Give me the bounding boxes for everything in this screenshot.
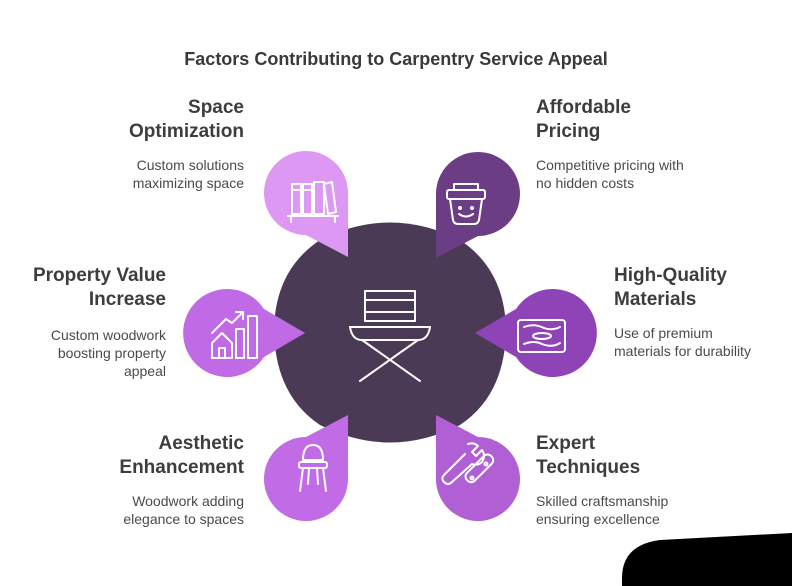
corner-decoration (622, 533, 792, 586)
materials-description: Use of premium materials for durability (614, 324, 790, 360)
space-desc-line2: maximizing space (132, 175, 244, 191)
property-desc-line1: Custom woodwork (50, 327, 166, 343)
property-desc-line2: boosting property (57, 345, 166, 361)
aesthetic-description: Woodwork adding elegance to spaces (44, 492, 244, 528)
wood-plank-icon (517, 319, 566, 353)
chair-icon (298, 444, 328, 492)
petal-affordable-pricing (436, 152, 520, 258)
techniques-description: Skilled craftsmanship ensuring excellenc… (536, 492, 736, 528)
materials-desc-line1: Use of premium (614, 325, 713, 341)
property-heading: Property Value Increase (0, 264, 166, 312)
space-heading-line2: Optimization (128, 121, 244, 142)
center-hub (274, 222, 506, 443)
techniques-heading-line2: Techniques (536, 457, 641, 478)
techniques-heading: Expert Techniques (536, 432, 736, 480)
space-heading-line1: Space (188, 97, 244, 118)
materials-desc-line2: materials for durability (614, 343, 751, 359)
materials-heading: High-Quality Materials (614, 264, 792, 312)
materials-heading-line1: High-Quality (614, 265, 727, 286)
aesthetic-desc-line1: Woodwork adding (132, 493, 244, 509)
pricing-heading-line2: Pricing (536, 121, 601, 142)
diagram-title: Factors Contributing to Carpentry Servic… (184, 49, 608, 69)
petal-expert-techniques (436, 415, 520, 521)
pricing-description: Competitive pricing with no hidden costs (536, 156, 736, 192)
petal-space-optimization (264, 151, 348, 257)
aesthetic-heading-line1: Aesthetic (158, 433, 244, 454)
wrench-tools-icon (441, 442, 495, 485)
space-desc-line1: Custom solutions (136, 157, 244, 173)
techniques-desc-line2: ensuring excellence (536, 511, 660, 527)
pricing-desc-line1: Competitive pricing with (536, 157, 684, 173)
property-heading-line2: Increase (88, 289, 166, 310)
materials-heading-line2: Materials (614, 289, 697, 310)
property-description: Custom woodwork boosting property appeal (0, 326, 166, 380)
aesthetic-heading: Aesthetic Enhancement (44, 432, 244, 480)
house-growth-chart-icon (211, 311, 258, 359)
techniques-desc-line1: Skilled craftsmanship (536, 493, 669, 509)
directors-chair-icon (349, 290, 431, 382)
bookshelf-icon (287, 181, 339, 223)
aesthetic-desc-line2: elegance to spaces (123, 511, 244, 527)
aesthetic-heading-line2: Enhancement (119, 457, 244, 478)
pricing-heading-line1: Affordable (536, 97, 631, 118)
pricing-desc-line2: no hidden costs (536, 175, 635, 191)
space-heading: Space Optimization (44, 96, 244, 144)
property-desc-line3: appeal (123, 363, 166, 379)
techniques-heading-line1: Expert (536, 433, 596, 454)
property-heading-line1: Property Value (32, 265, 166, 286)
space-description: Custom solutions maximizing space (44, 156, 244, 192)
smiling-basket-icon (446, 183, 486, 225)
pricing-heading: Affordable Pricing (536, 96, 736, 144)
